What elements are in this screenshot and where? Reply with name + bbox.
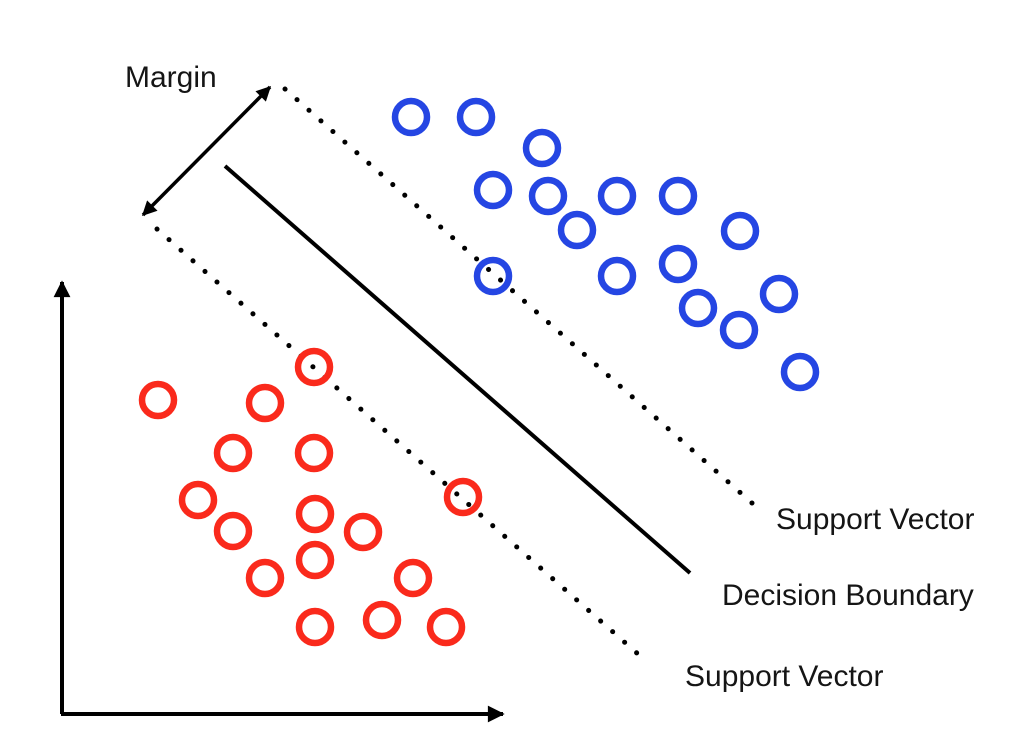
support-vector-upper-line [282, 86, 755, 506]
red-data-point [426, 607, 466, 647]
blue-data-point [678, 288, 718, 328]
red-data-point [295, 540, 335, 580]
red-data-point [213, 511, 253, 551]
blue-data-point [522, 128, 562, 168]
decision-boundary-line [223, 164, 692, 575]
blue-data-point [557, 210, 597, 250]
red-data-point [343, 512, 383, 552]
red-data-point [178, 480, 218, 520]
red-data-point [294, 433, 334, 473]
blue-data-point [719, 310, 759, 350]
blue-data-point [473, 170, 513, 210]
margin-arrow-line [141, 85, 272, 217]
blue-data-point [759, 274, 799, 314]
red-data-point [362, 600, 402, 640]
blue-data-point [720, 211, 760, 251]
blue-data-point [456, 97, 496, 137]
margin-label: Margin [125, 61, 217, 94]
blue-data-point [597, 176, 637, 216]
red-data-point [295, 607, 335, 647]
red-data-point [245, 558, 285, 598]
red-data-point [294, 347, 334, 387]
red-class-points-group [138, 347, 483, 647]
red-data-point [245, 383, 285, 423]
blue-data-point [780, 352, 820, 392]
blue-data-point [658, 176, 698, 216]
support-vector-upper-label: Support Vector [776, 503, 974, 536]
blue-data-point [658, 244, 698, 284]
red-data-point [443, 477, 483, 517]
blue-data-point [473, 256, 513, 296]
blue-data-point [391, 97, 431, 137]
red-data-point [213, 433, 253, 473]
red-data-point [393, 558, 433, 598]
blue-class-points-group [391, 97, 820, 392]
red-data-point [138, 380, 178, 420]
support-vector-lower-label: Support Vector [685, 660, 883, 693]
red-data-point [295, 494, 335, 534]
blue-data-point [597, 256, 637, 296]
lines-group [53, 85, 755, 723]
support-vector-lower-line [154, 226, 650, 665]
decision-boundary-label: Decision Boundary [722, 579, 974, 612]
blue-data-point [528, 176, 568, 216]
